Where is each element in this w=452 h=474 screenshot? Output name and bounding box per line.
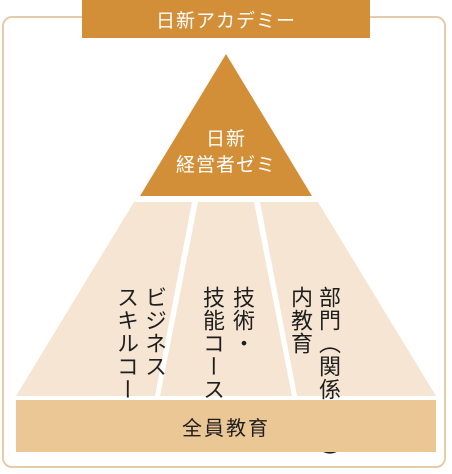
course-technical-skills-line2: 技能コース bbox=[199, 286, 224, 401]
apex-label-line2: 経営者ゼミ bbox=[175, 154, 276, 176]
academy-title: 日新アカデミー bbox=[155, 9, 296, 32]
tier-panel-technical-skills bbox=[160, 202, 292, 396]
course-business-skills-line1: ビジネス bbox=[141, 286, 166, 378]
course-technical-skills: 技能コース bbox=[196, 234, 256, 401]
apex-label-line1: 日新 bbox=[205, 128, 246, 150]
tier-panel-department-training bbox=[260, 202, 436, 396]
apex-label: 日新 経営者ゼミ bbox=[140, 126, 312, 178]
tier-panel-business-skills bbox=[16, 202, 192, 396]
base-tier-all-employees: 全員教育 bbox=[16, 400, 436, 452]
base-tier-label: 全員教育 bbox=[182, 415, 270, 440]
course-business-skills-top: ビジネス bbox=[138, 234, 198, 378]
course-department-training-line2: 内教育 bbox=[287, 286, 312, 355]
academy-title-bar: 日新アカデミー bbox=[82, 0, 370, 38]
course-technical-skills-top: 技術・ bbox=[226, 234, 286, 355]
apex-triangle bbox=[140, 54, 312, 196]
course-technical-skills-line1: 技術・ bbox=[229, 286, 254, 355]
course-department-training: 内教育 bbox=[284, 234, 344, 355]
